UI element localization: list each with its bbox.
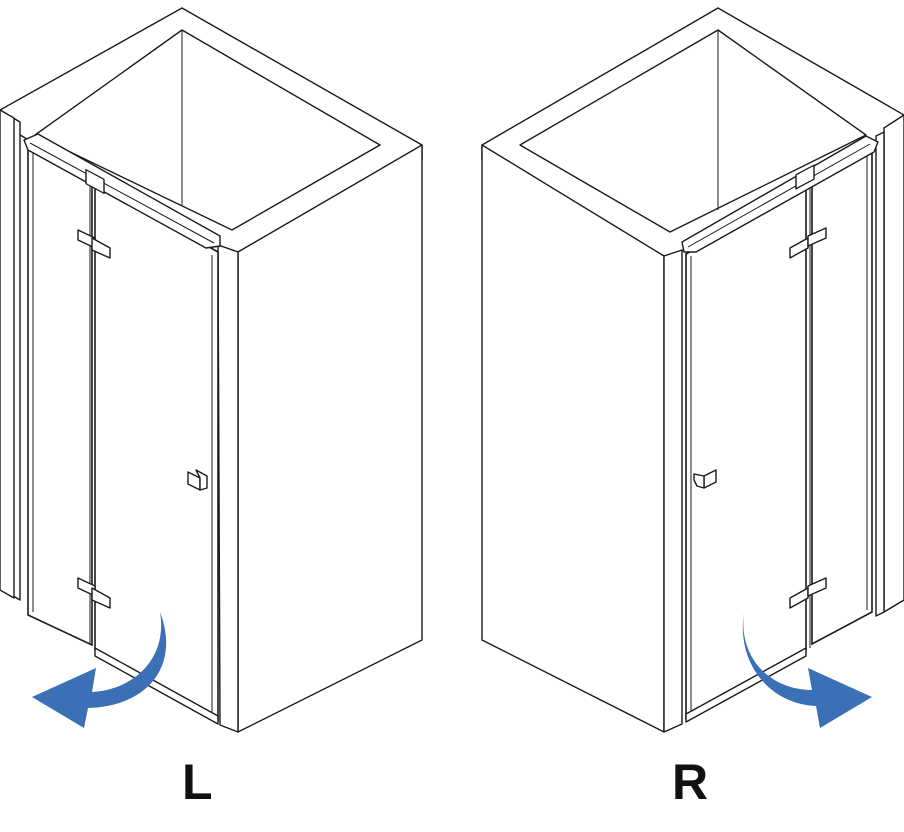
threshold-left [94,647,219,725]
enclosure-right [481,7,904,733]
variant-label-left: L [182,754,213,810]
door-handle-icon [187,469,208,491]
back-wall-right [883,114,904,613]
door-handle-icon [693,469,717,489]
wall-opening-left [34,29,381,231]
swing-arrow-left-icon [32,612,167,728]
wall-opening-right [519,29,867,233]
door-panel-left [94,180,219,722]
hinge-icon [77,577,111,609]
swing-arrow-right-icon [742,612,872,728]
door-panel-right [685,184,807,720]
rail-clamp-right [795,164,815,190]
threshold-right [685,647,807,723]
variant-label-right: R [672,754,709,810]
fixed-panel-left [27,146,93,647]
fixed-panel-right [811,148,873,646]
enclosure-left [0,7,423,733]
rail-clamp-left [85,168,105,195]
hinge-icon [789,577,827,609]
hinge-icon [77,229,111,259]
hinge-icon [789,227,827,259]
